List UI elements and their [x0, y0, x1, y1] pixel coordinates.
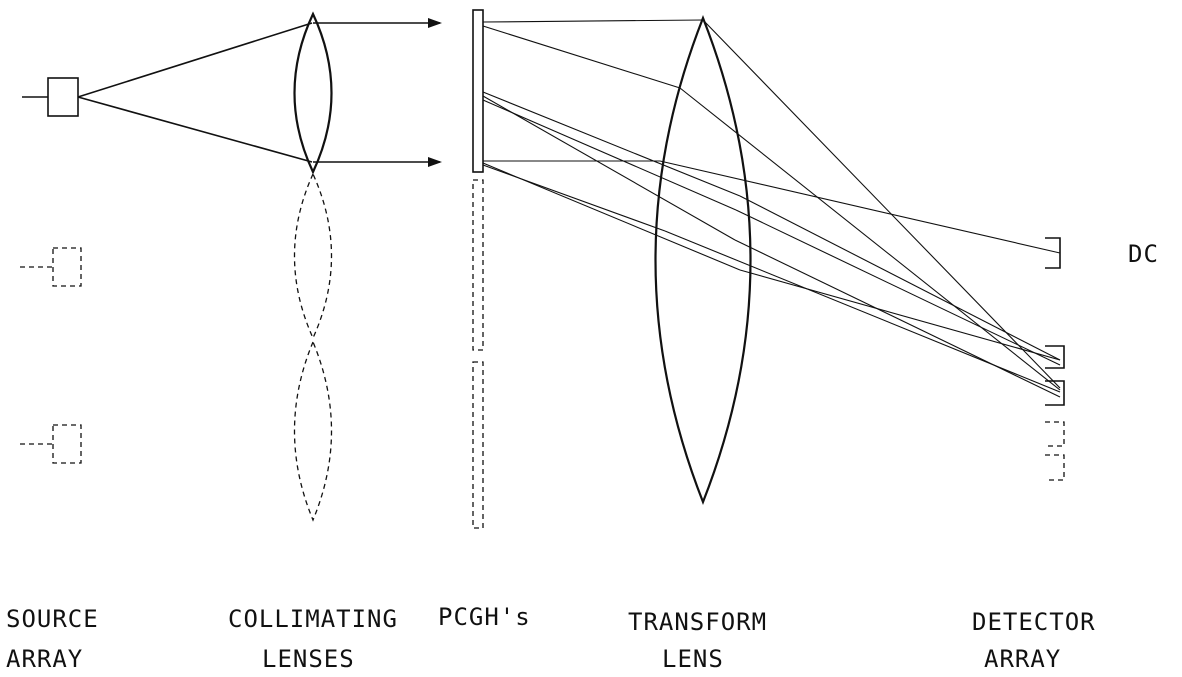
collimating-lens-active — [293, 11, 333, 175]
pcgh-inactive — [472, 179, 484, 351]
inactive-source — [52, 424, 82, 464]
source-label-line1: SOURCE — [6, 605, 99, 633]
detector-active — [1045, 380, 1065, 406]
collimating-lens-inactive — [293, 172, 333, 340]
collimating-label-line2: LENSES — [262, 645, 355, 673]
pcgh-active — [472, 9, 484, 173]
collimating-lens-inactive — [293, 340, 333, 522]
detector-label-line1: DETECTOR — [972, 608, 1096, 636]
pcgh-label: PCGH's — [438, 603, 531, 631]
source-array — [20, 77, 82, 464]
active-source — [47, 77, 79, 117]
collimating-lenses — [293, 11, 333, 522]
collimating-label-line1: COLLIMATING — [228, 605, 398, 633]
detector-array — [1045, 237, 1065, 481]
inactive-source — [52, 247, 82, 287]
pcgh-elements — [472, 9, 484, 529]
pcgh-inactive — [472, 361, 484, 529]
diffracted-rays — [482, 19, 1061, 398]
detector-active — [1045, 345, 1065, 369]
detector-dc — [1045, 237, 1061, 269]
dc-label: DC — [1128, 240, 1159, 268]
transform-label-line2: LENS — [662, 645, 724, 673]
detector-inactive — [1045, 454, 1065, 481]
diverging-rays — [77, 22, 313, 163]
collimated-beams — [313, 18, 442, 167]
transform-lens — [654, 14, 752, 506]
detector-inactive — [1045, 421, 1065, 447]
source-label-line2: ARRAY — [6, 645, 83, 673]
transform-label-line1: TRANSFORM — [628, 608, 767, 636]
detector-label-line2: ARRAY — [984, 645, 1061, 673]
